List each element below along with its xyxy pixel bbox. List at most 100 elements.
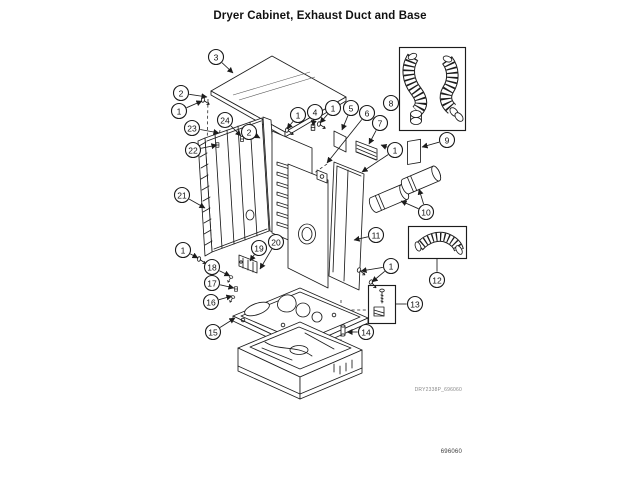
callout-circle: [204, 323, 222, 341]
leader-line: [360, 266, 383, 274]
callout-circle: [202, 293, 220, 311]
leader-line: [189, 93, 208, 100]
callout-circle: [382, 257, 400, 275]
callout-number: 1: [389, 262, 394, 272]
callout-1: 1: [319, 99, 342, 124]
callout-number: 21: [177, 191, 187, 201]
callout-1: 1: [174, 241, 199, 259]
callout-13: 13: [396, 295, 424, 313]
callout-number: 2: [247, 128, 252, 138]
callout-circle: [240, 123, 258, 141]
leader-line: [371, 270, 385, 283]
callout-circle: [367, 226, 385, 244]
callout-circle: [216, 111, 234, 129]
duct-collar-latch: [316, 169, 328, 184]
drawing-code: DRY2338P_696060: [414, 387, 462, 393]
leader-line: [417, 188, 425, 205]
callout-7: 7: [368, 114, 389, 145]
page-number: 696060: [440, 449, 462, 455]
callout-circle: [174, 241, 192, 259]
callout-circle: [306, 103, 324, 121]
callout-circle: [170, 102, 188, 120]
flexible-duct-2: [439, 55, 464, 122]
leader-line: [319, 114, 328, 124]
louver-grille-piece: [355, 140, 378, 161]
flexible-duct-1: [402, 52, 428, 125]
callout-1: 1: [361, 141, 404, 173]
callout-number: 23: [187, 124, 197, 134]
callout-circle: [324, 99, 342, 117]
callout-9: 9: [421, 131, 456, 149]
straight-duct-2: [400, 165, 442, 195]
callout-number: 1: [296, 111, 301, 121]
callout-number: 4: [313, 108, 318, 118]
callout-number: 17: [207, 279, 217, 289]
callout-circle: [289, 106, 307, 124]
elbow-duct-inset-box: [407, 225, 468, 260]
callout-number: 12: [432, 276, 442, 286]
callout-number: 15: [208, 328, 218, 338]
callout-number: 5: [349, 104, 354, 114]
callout-circle: [203, 274, 221, 292]
callout-1: 1: [286, 106, 307, 130]
leader-line: [380, 144, 388, 150]
leader-line: [201, 143, 218, 150]
flex-duct-inset-box: [398, 46, 467, 132]
callout-number: 18: [207, 263, 217, 273]
leader-line: [219, 317, 236, 328]
leader-line: [186, 100, 203, 109]
leader-line: [326, 119, 363, 164]
exhaust-cover-plate: [407, 138, 421, 165]
callout-number: 13: [410, 300, 420, 310]
callout-12: 12: [428, 259, 446, 289]
leader-line: [310, 120, 317, 127]
screw-icon: [226, 274, 234, 284]
callout-15: 15: [204, 317, 236, 341]
callout-number: 20: [271, 238, 281, 248]
leader-line: [220, 283, 235, 290]
callout-number: 1: [331, 104, 336, 114]
leader-line: [259, 248, 273, 270]
callout-circle: [357, 323, 375, 341]
callout-2: 2: [172, 84, 208, 102]
callout-14: 14: [346, 323, 375, 341]
callout-circle: [406, 295, 424, 313]
callout-circle: [386, 141, 404, 159]
callout-circle: [184, 141, 202, 159]
page-title: Dryer Cabinet, Exhaust Duct and Base: [213, 10, 427, 22]
callout-circle: [183, 119, 201, 137]
leader-line: [400, 200, 419, 210]
callout-20: 20: [259, 233, 285, 270]
screw-part: [379, 288, 385, 304]
leader-line: [188, 198, 206, 209]
leader-line: [190, 252, 199, 259]
pedestal-base: [237, 321, 363, 400]
leader-line: [361, 154, 389, 173]
straight-duct-1: [368, 184, 410, 213]
callout-circle: [207, 48, 225, 66]
callout-number: 8: [389, 99, 394, 109]
callout-number: 7: [378, 119, 383, 129]
leader-line: [218, 294, 233, 301]
callout-number: 3: [214, 53, 219, 63]
callout-number: 11: [372, 231, 381, 241]
callout-number: 1: [177, 107, 182, 117]
callout-circle: [172, 84, 190, 102]
leader-line: [353, 235, 368, 242]
callout-number: 14: [361, 328, 371, 338]
callout-circle: [342, 99, 360, 117]
cover-plate-small: [333, 130, 347, 153]
terminal-bracket: [238, 254, 258, 274]
callout-4: 4: [306, 103, 324, 127]
callout-11: 11: [353, 226, 385, 244]
callout-number: 16: [206, 298, 216, 308]
callout-18: 18: [203, 258, 231, 277]
front-panel: [328, 161, 365, 291]
leader-line: [286, 121, 294, 130]
callout-circle: [203, 258, 221, 276]
leader-line: [219, 270, 231, 277]
callout-number: 24: [220, 116, 230, 126]
